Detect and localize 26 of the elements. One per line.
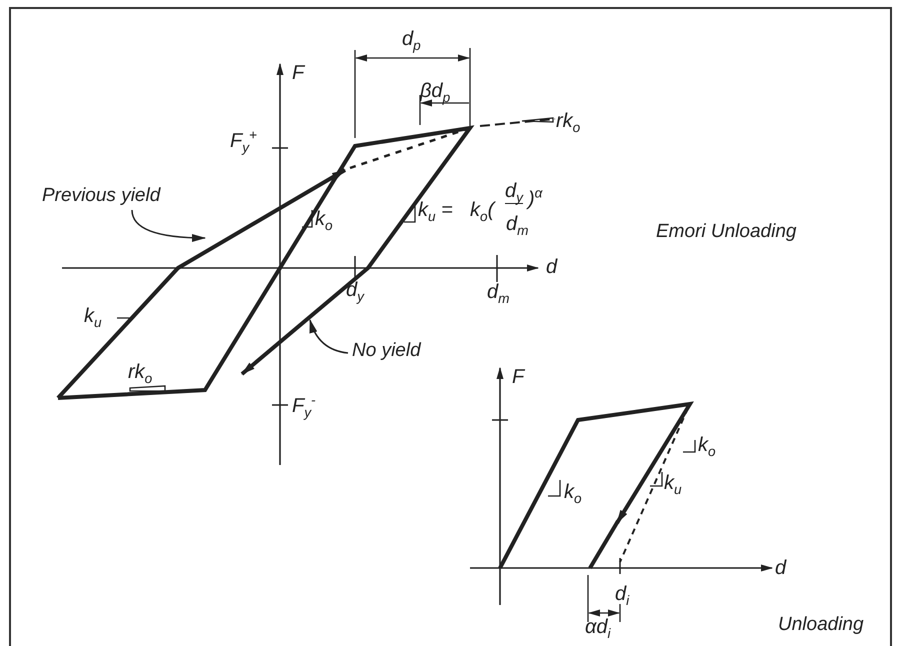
axis-label: d [546,256,558,279]
axis-label: F [512,366,524,389]
panel-title: Unloading [778,614,864,636]
formula-text: d$_{m}$ [506,213,528,236]
leader-line [309,319,348,354]
slope-label: rk$_{o}$ [556,110,580,133]
callout-text: No yield [352,340,421,362]
tick-label: d$_{i}$ [615,583,630,606]
formula-text: k$_{o}$( [470,199,494,222]
tick-label: d$_{m}$ [487,281,510,304]
axis-label: d [775,557,786,580]
dimension-label: d$_{p}$ [402,28,421,51]
slope-label: k$_{u}$ [84,305,102,328]
panel-title: Emori Unloading [656,221,796,243]
formula-text: )$^{α}$ [528,188,542,211]
dimension-label: αd$_{i}$ [585,616,611,639]
formula-text: k$_{u}$ = [418,199,453,222]
slope-label: rk$_{o}$ [128,361,152,384]
slope-label: k$_{o}$ [564,481,582,504]
tick-label: d$_{y}$ [346,279,364,302]
callout-text: Previous yield [42,185,160,207]
axis-label: F [292,62,304,85]
leader-line [131,210,206,242]
slope-label: k$_{o}$ [315,208,333,231]
slope-label: k$_{o}$ [698,434,716,457]
slope-label: k$_{u}$ [664,472,682,495]
